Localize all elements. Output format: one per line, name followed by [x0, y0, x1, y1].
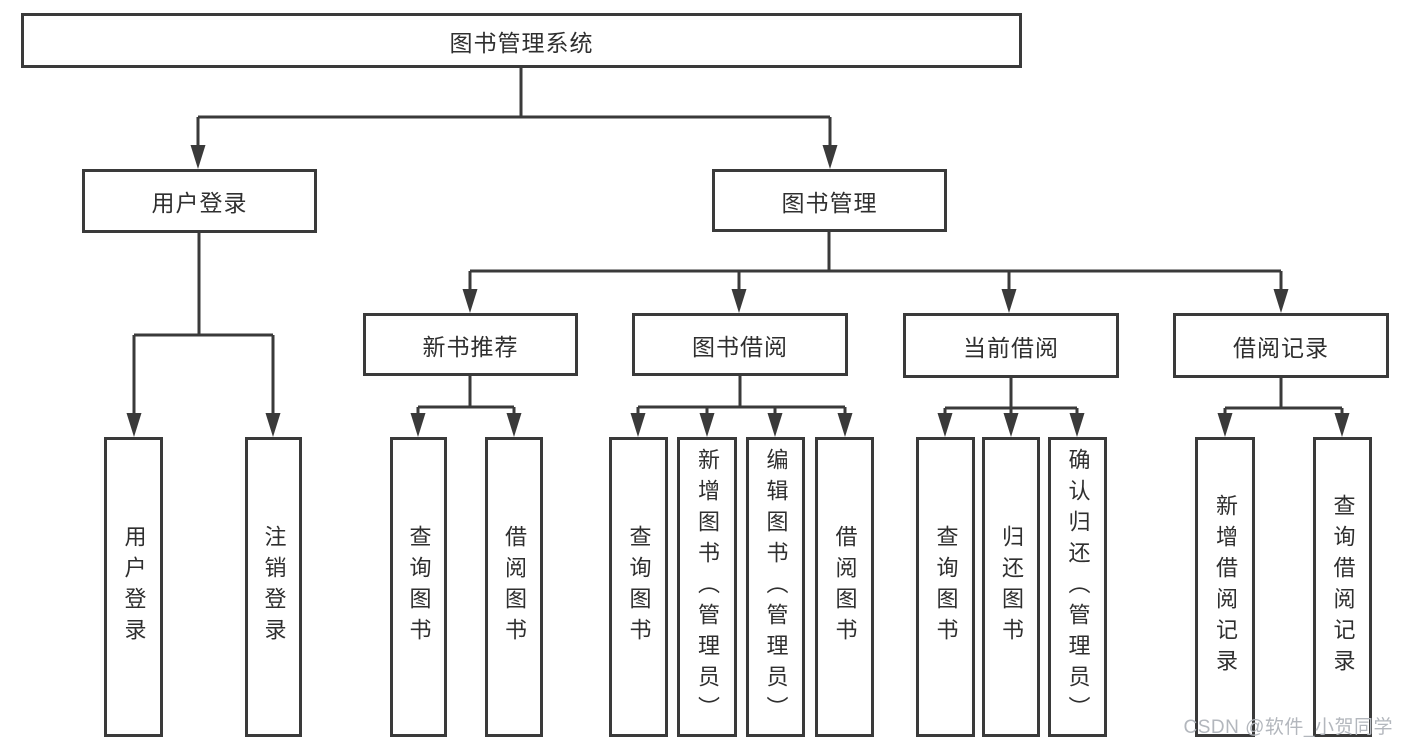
leaf-return-books: 归还图书: [982, 437, 1040, 737]
node-borrow-records: 借阅记录: [1173, 313, 1389, 378]
leaf-query-books-current-label: 查询图书: [933, 525, 959, 649]
node-root-label: 图书管理系统: [449, 29, 594, 56]
leaf-add-borrow-record: 新增借阅记录: [1195, 437, 1255, 737]
leaf-borrow-books-label: 借阅图书: [832, 525, 858, 649]
leaf-logout-login-label: 注销登录: [261, 525, 287, 649]
node-current-borrow: 当前借阅: [903, 313, 1119, 378]
leaf-add-books-admin: 新增图书（管理员）: [677, 437, 737, 737]
leaf-borrow-books: 借阅图书: [815, 437, 874, 737]
node-book-management: 图书管理: [712, 169, 947, 232]
leaf-edit-books-admin: 编辑图书（管理员）: [746, 437, 805, 737]
leaf-query-books-current: 查询图书: [916, 437, 975, 737]
node-root: 图书管理系统: [21, 13, 1022, 68]
leaf-query-books-borrow: 查询图书: [609, 437, 668, 737]
leaf-query-books-borrow-label: 查询图书: [626, 525, 652, 649]
leaf-edit-books-admin-label: 编辑图书（管理员）: [763, 447, 789, 727]
watermark: CSDN @软件_小贺同学: [1183, 717, 1393, 738]
node-borrow-records-label: 借阅记录: [1233, 334, 1329, 361]
leaf-borrow-books-recommend: 借阅图书: [485, 437, 543, 737]
node-book-borrow-label: 图书借阅: [692, 333, 788, 360]
leaf-confirm-return-admin-label: 确认归还（管理员）: [1065, 447, 1091, 727]
leaf-query-borrow-record-label: 查询借阅记录: [1330, 494, 1356, 680]
node-user-login-label: 用户登录: [151, 190, 248, 216]
leaf-query-books-recommend: 查询图书: [390, 437, 447, 737]
leaf-user-login-label: 用户登录: [121, 525, 147, 649]
leaf-query-borrow-record: 查询借阅记录: [1313, 437, 1372, 737]
leaf-borrow-books-recommend-label: 借阅图书: [502, 525, 527, 649]
leaf-query-books-recommend-label: 查询图书: [406, 525, 432, 649]
node-user-login: 用户登录: [82, 169, 317, 233]
node-book-management-label: 图书管理: [781, 189, 878, 216]
node-current-borrow-label: 当前借阅: [963, 334, 1059, 361]
leaf-user-login: 用户登录: [104, 437, 163, 737]
node-book-borrow: 图书借阅: [632, 313, 848, 376]
leaf-add-books-admin-label: 新增图书（管理员）: [695, 447, 720, 727]
node-new-book-recommend: 新书推荐: [363, 313, 578, 376]
leaf-logout-login: 注销登录: [245, 437, 302, 737]
node-new-book-recommend-label: 新书推荐: [422, 333, 519, 360]
leaf-add-borrow-record-label: 新增借阅记录: [1213, 494, 1238, 680]
leaf-return-books-label: 归还图书: [999, 525, 1024, 649]
leaf-confirm-return-admin: 确认归还（管理员）: [1048, 437, 1107, 737]
